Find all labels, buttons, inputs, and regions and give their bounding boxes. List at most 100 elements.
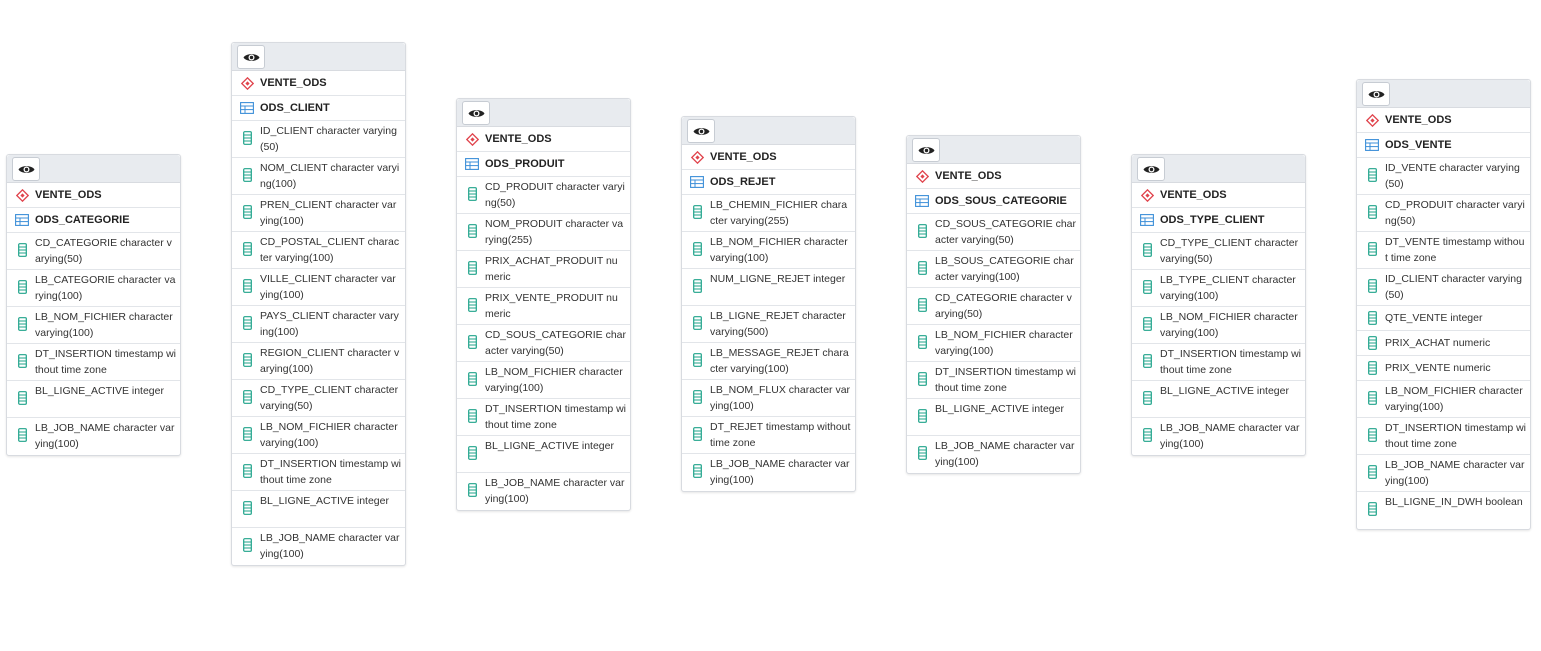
column-icon [690, 427, 704, 441]
schema-name: VENTE_ODS [35, 189, 102, 201]
column-icon [915, 372, 929, 386]
column-row[interactable]: LB_CATEGORIE character varying(100) [7, 270, 180, 307]
column-row[interactable]: PAYS_CLIENT character varying(100) [232, 306, 405, 343]
column-row[interactable]: BL_LIGNE_ACTIVE integer [1132, 381, 1305, 418]
column-icon [240, 242, 254, 256]
column-row[interactable]: CD_SOUS_CATEGORIE character varying(50) [907, 214, 1080, 251]
column-row[interactable]: LB_JOB_NAME character varying(100) [232, 528, 405, 565]
column-row[interactable]: NOM_PRODUIT character varying(255) [457, 214, 630, 251]
column-row[interactable]: CD_TYPE_CLIENT character varying(50) [232, 380, 405, 417]
column-definition: LB_JOB_NAME character varying(100) [35, 422, 175, 450]
column-definition: CD_SOUS_CATEGORIE character varying(50) [485, 329, 627, 357]
column-definition: BL_LIGNE_ACTIVE integer [1160, 385, 1289, 397]
column-icon [15, 280, 29, 294]
column-row[interactable]: LB_NOM_FICHIER character varying(100) [457, 362, 630, 399]
column-row[interactable]: LB_NOM_FICHIER character varying(100) [907, 325, 1080, 362]
column-icon [465, 298, 479, 312]
column-icon [15, 354, 29, 368]
column-definition: CD_TYPE_CLIENT character varying(50) [260, 384, 399, 412]
column-row[interactable]: DT_INSERTION timestamp without time zone [1357, 418, 1530, 455]
column-definition: CD_PRODUIT character varying(50) [1385, 199, 1525, 227]
column-row[interactable]: NUM_LIGNE_REJET integer [682, 269, 855, 306]
column-row[interactable]: CD_CATEGORIE character varying(50) [7, 233, 180, 270]
column-row[interactable]: LB_NOM_FICHIER character varying(100) [1357, 381, 1530, 418]
schema-row: VENTE_ODS [232, 71, 405, 96]
column-row[interactable]: PRIX_VENTE_PRODUIT numeric [457, 288, 630, 325]
column-row[interactable]: REGION_CLIENT character varying(100) [232, 343, 405, 380]
column-row[interactable]: ID_VENTE character varying(50) [1357, 158, 1530, 195]
view-data-button[interactable] [687, 119, 715, 143]
view-data-button[interactable] [462, 101, 490, 125]
column-row[interactable]: LB_JOB_NAME character varying(100) [682, 454, 855, 491]
column-row[interactable]: ID_CLIENT character varying(50) [232, 121, 405, 158]
schema-name: VENTE_ODS [1385, 114, 1452, 126]
column-row[interactable]: BL_LIGNE_ACTIVE integer [232, 491, 405, 528]
column-row[interactable]: LB_NOM_FICHIER character varying(100) [682, 232, 855, 269]
column-definition: CD_SOUS_CATEGORIE character varying(50) [935, 218, 1077, 246]
column-row[interactable]: ID_CLIENT character varying(50) [1357, 269, 1530, 306]
column-row[interactable]: CD_SOUS_CATEGORIE character varying(50) [457, 325, 630, 362]
column-row[interactable]: LB_MESSAGE_REJET character varying(100) [682, 343, 855, 380]
column-row[interactable]: LB_JOB_NAME character varying(100) [1132, 418, 1305, 455]
column-row[interactable]: DT_VENTE timestamp without time zone [1357, 232, 1530, 269]
column-definition: PREN_CLIENT character varying(100) [260, 199, 397, 227]
column-row[interactable]: LB_CHEMIN_FICHIER character varying(255) [682, 195, 855, 232]
view-data-button[interactable] [237, 45, 265, 69]
column-row[interactable]: LB_JOB_NAME character varying(100) [7, 418, 180, 455]
column-row[interactable]: PRIX_ACHAT_PRODUIT numeric [457, 251, 630, 288]
column-row[interactable]: LB_SOUS_CATEGORIE character varying(100) [907, 251, 1080, 288]
column-row[interactable]: NOM_CLIENT character varying(100) [232, 158, 405, 195]
column-row[interactable]: DT_INSERTION timestamp without time zone [1132, 344, 1305, 381]
column-definition: BL_LIGNE_IN_DWH boolean [1385, 496, 1523, 508]
column-row[interactable]: CD_PRODUIT character varying(50) [1357, 195, 1530, 232]
column-row[interactable]: LB_JOB_NAME character varying(100) [457, 473, 630, 510]
column-icon [465, 261, 479, 275]
column-row[interactable]: BL_LIGNE_ACTIVE integer [7, 381, 180, 418]
column-row[interactable]: DT_INSERTION timestamp without time zone [457, 399, 630, 436]
column-definition: CD_TYPE_CLIENT character varying(50) [1160, 237, 1299, 265]
column-row[interactable]: QTE_VENTE integer [1357, 306, 1530, 331]
column-row[interactable]: PRIX_VENTE numeric [1357, 356, 1530, 381]
view-data-button[interactable] [1362, 82, 1390, 106]
column-row[interactable]: DT_INSERTION timestamp without time zone [907, 362, 1080, 399]
table-name-row: ODS_PRODUIT [457, 152, 630, 177]
column-row[interactable]: LB_JOB_NAME character varying(100) [1357, 455, 1530, 492]
column-row[interactable]: PRIX_ACHAT numeric [1357, 331, 1530, 356]
column-row[interactable]: CD_PRODUIT character varying(50) [457, 177, 630, 214]
column-row[interactable]: DT_REJET timestamp without time zone [682, 417, 855, 454]
view-data-button[interactable] [1137, 157, 1165, 181]
column-row[interactable]: BL_LIGNE_IN_DWH boolean [1357, 492, 1530, 529]
column-row[interactable]: VILLE_CLIENT character varying(100) [232, 269, 405, 306]
schema-icon [915, 169, 929, 183]
schema-icon [240, 76, 254, 90]
column-row[interactable]: LB_NOM_FICHIER character varying(100) [1132, 307, 1305, 344]
column-row[interactable]: CD_CATEGORIE character varying(50) [907, 288, 1080, 325]
column-row[interactable]: LB_NOM_FICHIER character varying(100) [232, 417, 405, 454]
column-icon [240, 501, 254, 515]
column-row[interactable]: LB_TYPE_CLIENT character varying(100) [1132, 270, 1305, 307]
column-definition: LB_SOUS_CATEGORIE character varying(100) [935, 255, 1074, 283]
column-icon [1365, 361, 1379, 375]
column-row[interactable]: LB_NOM_FICHIER character varying(100) [7, 307, 180, 344]
column-row[interactable]: DT_INSERTION timestamp without time zone [232, 454, 405, 491]
view-data-button[interactable] [912, 138, 940, 162]
column-row[interactable]: CD_POSTAL_CLIENT character varying(100) [232, 232, 405, 269]
column-row[interactable]: CD_TYPE_CLIENT character varying(50) [1132, 233, 1305, 270]
column-definition: LB_NOM_FICHIER character varying(100) [260, 421, 398, 449]
view-data-button[interactable] [12, 157, 40, 181]
column-row[interactable]: LB_NOM_FLUX character varying(100) [682, 380, 855, 417]
column-row[interactable]: LB_JOB_NAME character varying(100) [907, 436, 1080, 473]
column-row[interactable]: BL_LIGNE_ACTIVE integer [907, 399, 1080, 436]
column-definition: LB_JOB_NAME character varying(100) [935, 440, 1075, 468]
column-row[interactable]: LB_LIGNE_REJET character varying(500) [682, 306, 855, 343]
column-row[interactable]: BL_LIGNE_ACTIVE integer [457, 436, 630, 473]
column-row[interactable]: DT_INSERTION timestamp without time zone [7, 344, 180, 381]
column-row[interactable]: PREN_CLIENT character varying(100) [232, 195, 405, 232]
